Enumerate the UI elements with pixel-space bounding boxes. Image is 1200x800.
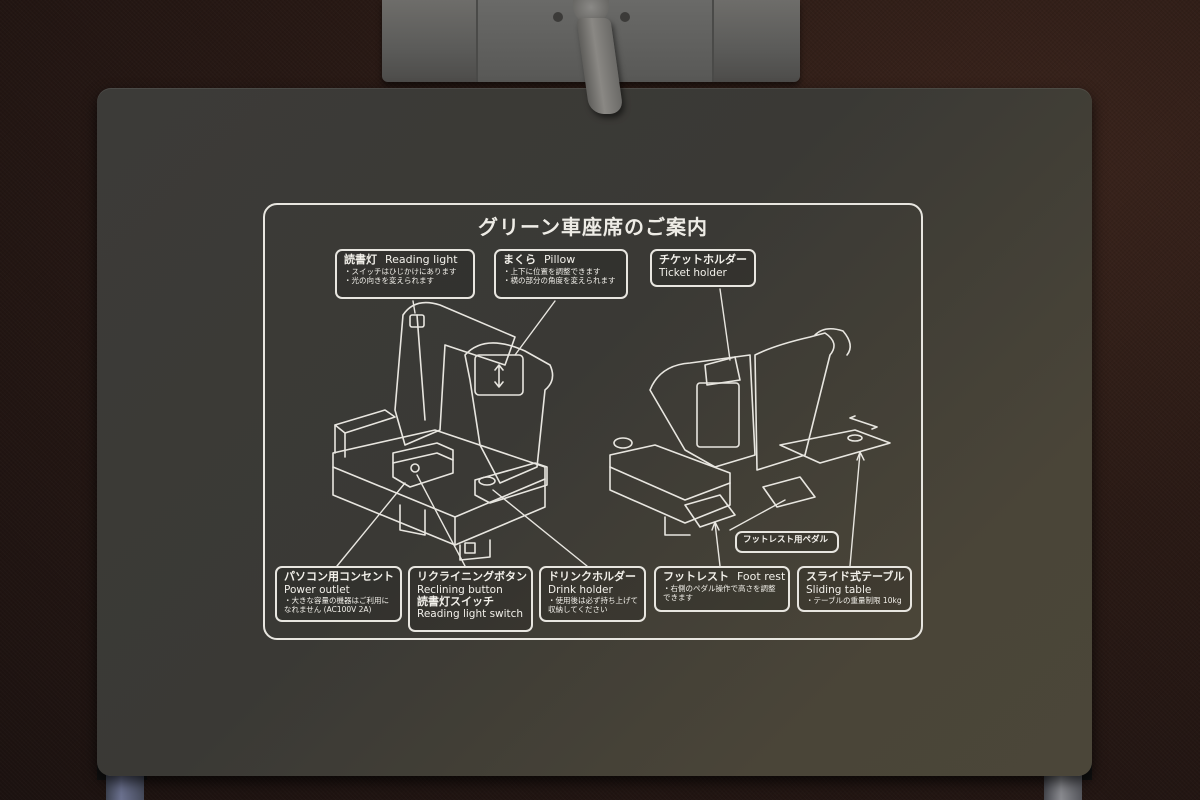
reading-light-switch-jp: 読書灯スイッチ [417,594,494,608]
power-outlet-note-1: ・大きな容量の機器はご利用に [284,595,389,605]
label-foot-rest: フットレスト Foot rest ・右側のペダル操作で高さを調整 できます [654,566,790,612]
power-outlet-en: Power outlet [284,583,350,596]
reclining-button-jp: リクライニングボタン [417,570,527,583]
foot-rest-en: Foot rest [737,570,786,583]
label-ticket-holder: チケットホルダー Ticket holder [650,249,756,287]
power-outlet-note-2: なれません (AC100V 2A) [284,605,372,615]
label-reading-light: 読書灯 Reading light ・スイッチはひじかけにあります ・光の向きを変… [335,249,475,299]
pillow-note-1: ・上下に位置を調整できます [503,266,601,276]
drink-holder-note-2: 収納してください [548,605,608,615]
ticket-holder-jp: チケットホルダー [659,253,747,266]
ticket-holder-en: Ticket holder [659,266,727,279]
sliding-table-en: Sliding table [806,583,872,596]
drink-holder-note-1: ・使用後は必ず持ち上げて [548,595,638,605]
seat-guide-card: グリーン車座席のご案内 [263,203,923,640]
tray-table[interactable] [97,88,1092,776]
power-outlet-jp: パソコン用コンセント [284,570,394,583]
label-foot-rest-pedal: フットレスト用ペダル [735,531,839,553]
pillow-jp: まくら [503,253,536,266]
reading-light-en: Reading light [385,253,458,266]
seat-front-illustration [332,301,554,561]
label-power-outlet: パソコン用コンセント Power outlet ・大きな容量の機器はご利用に な… [275,566,402,622]
pillow-en: Pillow [544,253,576,266]
pillow-note-2: ・横の部分の角度を変えられます [503,276,616,286]
foot-rest-pedal-jp: フットレスト用ペダル [743,535,829,545]
foot-rest-note-1: ・右側のペダル操作で高さを調整 [663,583,776,593]
sliding-table-note-1: ・テーブルの重量制限 10kg [806,595,902,605]
reading-light-note-2: ・光の向きを変えられます [344,276,434,286]
seat-rear-illustration [609,327,891,536]
leader-lines [336,288,865,567]
drink-holder-en: Drink holder [548,583,613,596]
foot-rest-note-2: できます [663,593,693,603]
reading-light-jp: 読書灯 [344,253,377,266]
card-title: グリーン車座席のご案内 [478,215,708,239]
label-pillow: まくら Pillow ・上下に位置を調整できます ・横の部分の角度を変えられます [494,249,628,299]
reading-light-note-1: ・スイッチはひじかけにあります [344,266,457,276]
label-reclining-button: リクライニングボタン Reclining button 読書灯スイッチ Read… [408,566,533,632]
sliding-table-jp: スライド式テーブル [806,570,905,583]
drink-holder-jp: ドリンクホルダー [548,570,636,583]
latch-bolt-left [553,12,563,22]
foot-rest-jp: フットレスト [663,570,729,583]
latch-bolt-right [620,12,630,22]
label-sliding-table: スライド式テーブル Sliding table ・テーブルの重量制限 10kg [797,566,912,612]
reclining-button-en: Reclining button [417,583,503,596]
label-drink-holder: ドリンクホルダー Drink holder ・使用後は必ず持ち上げて 収納してく… [539,566,646,622]
reading-light-switch-en: Reading light switch [417,608,524,621]
